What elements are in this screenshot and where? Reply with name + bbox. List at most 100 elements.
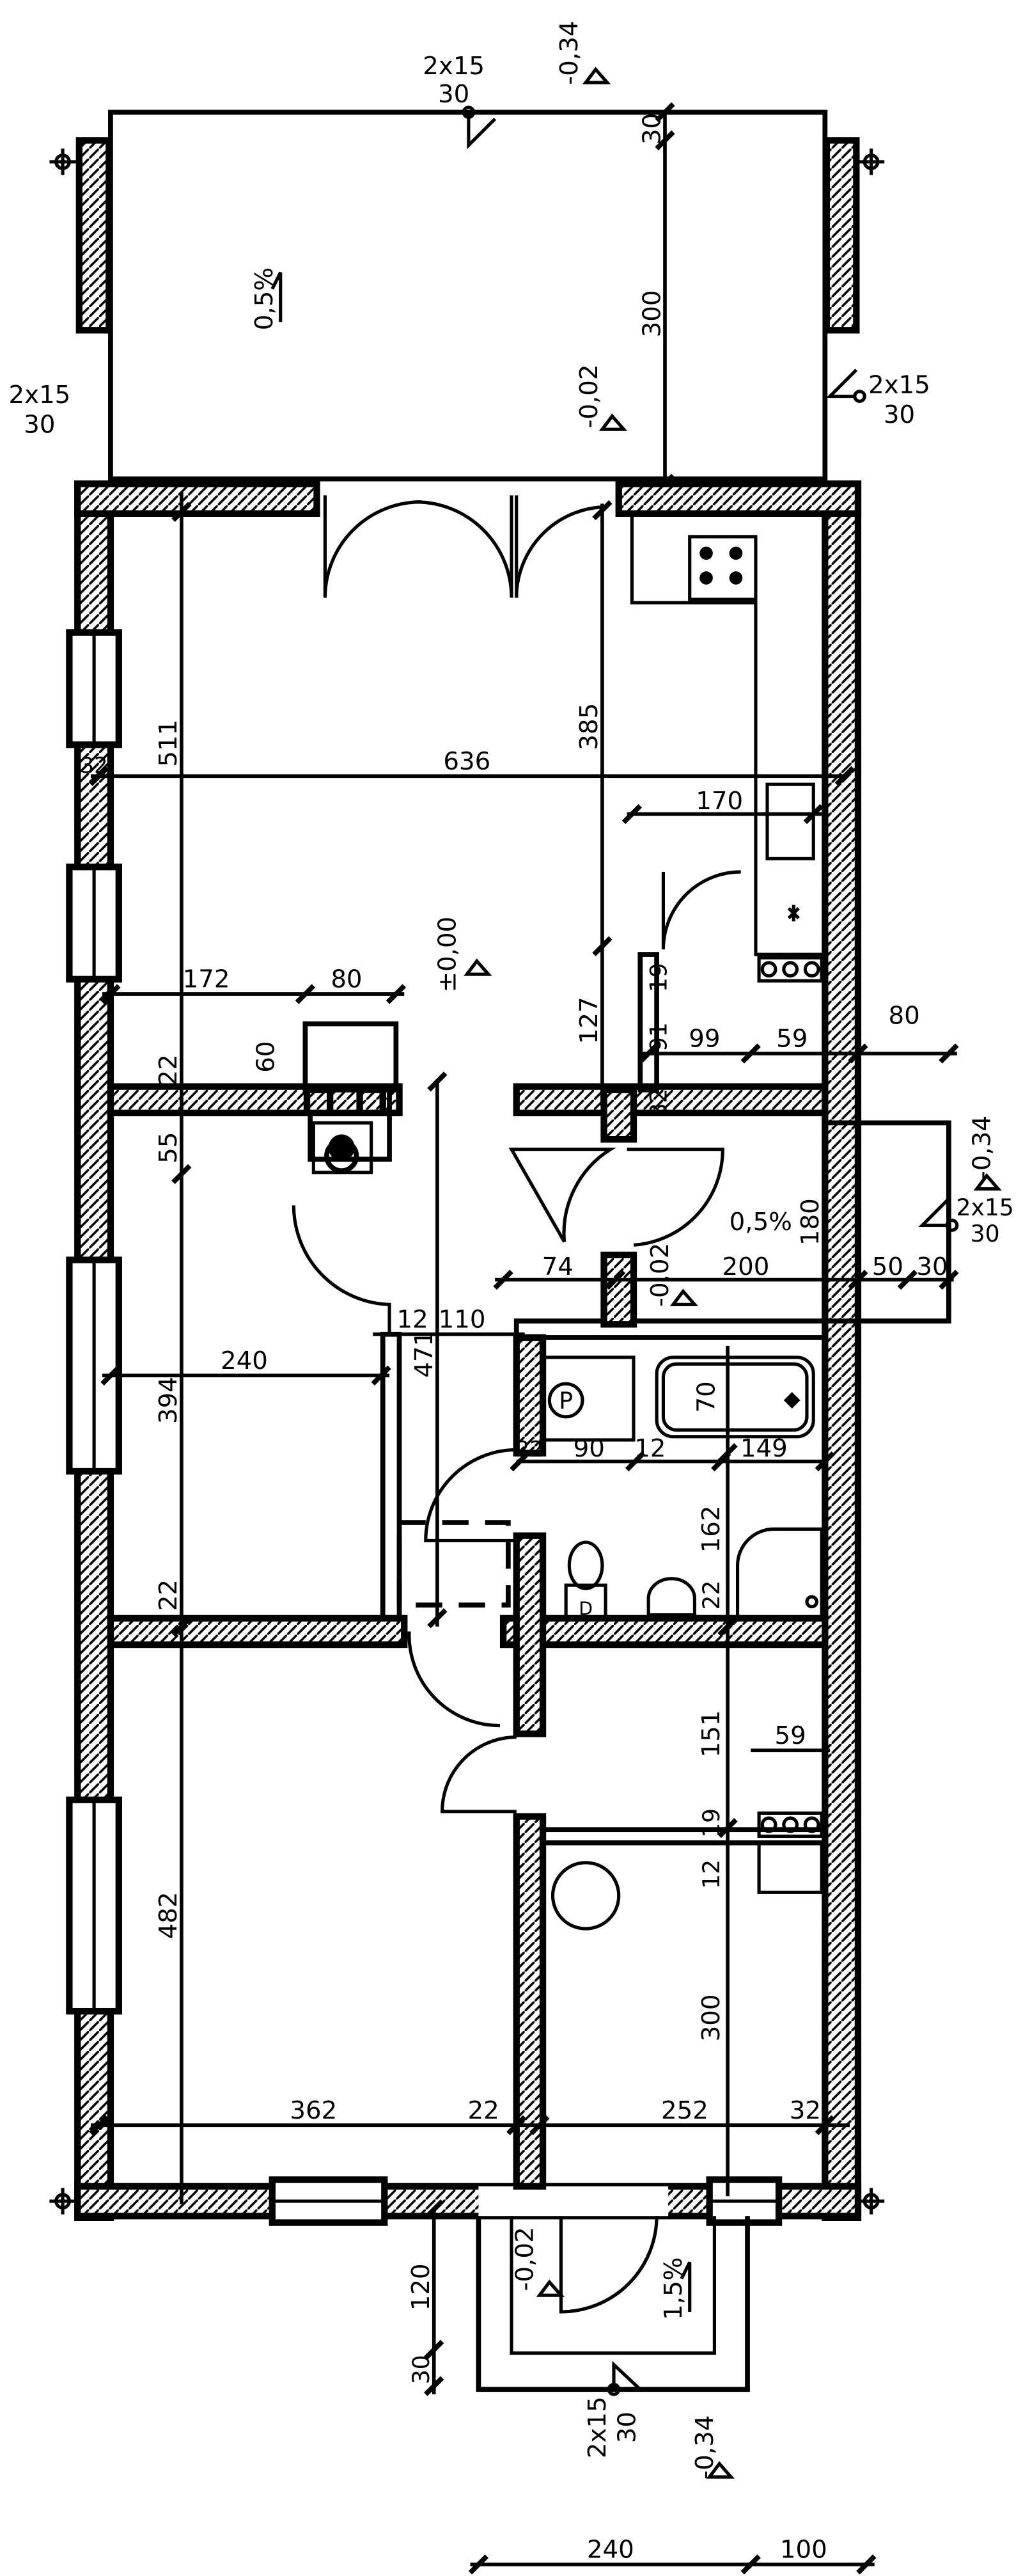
level-side-outside: -0,34	[967, 1116, 996, 1180]
kitchen-sink	[765, 782, 815, 860]
doors	[292, 495, 741, 2314]
dim-12-c: 12	[698, 1860, 725, 1889]
dim-110: 110	[439, 1305, 486, 1334]
dim-22-e: 22	[468, 2096, 499, 2125]
dim-99: 99	[689, 1025, 720, 1054]
wall-boiler-left	[513, 1334, 547, 1457]
dim-porch-gap-30: 30	[407, 2355, 435, 2384]
terrace-door-right[interactable]	[416, 495, 513, 598]
wall-wc-left	[513, 1532, 547, 1737]
dim-471: 471	[410, 1331, 439, 1378]
downpipe-bottom-label-1: 2x15	[583, 2396, 612, 2458]
vestibule-post-2	[600, 1251, 637, 1328]
right-wall	[822, 480, 862, 2221]
dim-kitchen-unit: 170	[696, 787, 743, 816]
wall-bedroom2-left	[513, 1813, 547, 2190]
dim-wall-22-a: 22	[154, 1054, 183, 1086]
level-top: -0,34	[555, 21, 584, 85]
dim-room-width-240: 240	[221, 1347, 268, 1375]
dim-12-b: 12	[634, 1434, 666, 1463]
downpipe-side-label-2: 30	[971, 1220, 1000, 1247]
labels: 2x15 30 2x15 30 2x15 30 2x15 30 2x15 30 …	[9, 21, 1014, 2564]
terrace-left-pier	[75, 137, 113, 334]
dim-kitchen-depth: 385	[575, 703, 604, 750]
pantry-wall	[637, 952, 659, 1093]
wall-bath-bottom	[499, 1615, 829, 1648]
dim-252: 252	[661, 2096, 708, 2125]
dim-19-b: 19	[698, 1808, 725, 1838]
dim-162: 162	[697, 1505, 726, 1553]
dim-wall-22-d: 22	[154, 1579, 183, 1611]
wall-bedroom2-top	[540, 1827, 828, 1845]
room-door[interactable]	[292, 1205, 391, 1334]
downpipe-top-label-2: 30	[438, 80, 469, 109]
dim-22-c: 22	[698, 1581, 725, 1610]
boiler-label: P	[559, 1387, 573, 1414]
dim-living-depth: 511	[154, 720, 183, 767]
radiator-bedroom2	[757, 1811, 824, 1838]
dim-terrace-top-gap: 30	[637, 113, 666, 145]
downpipe-left-label-2: 30	[24, 410, 55, 439]
kitchen-counter	[630, 512, 827, 956]
dim-bottom-240: 240	[587, 2536, 634, 2564]
top-wall-left	[74, 480, 320, 517]
corner-markers	[49, 148, 885, 2215]
terrace-right-pier	[823, 137, 860, 334]
downpipe-side-label-1: 2x15	[956, 1194, 1013, 1221]
dim-22-b: 22	[516, 1437, 543, 1462]
dim-12-a: 12	[397, 1305, 428, 1334]
washer-label: D	[579, 1599, 593, 1620]
shower	[735, 1527, 824, 1618]
boiler	[541, 1355, 636, 1442]
dim-32-c: 32	[790, 2096, 821, 2125]
kitchen-door[interactable]	[515, 495, 607, 598]
dim-180: 180	[796, 1198, 825, 1245]
dim-59-b: 59	[775, 1721, 806, 1750]
porch	[476, 2216, 750, 2396]
dim-bedroom-width-362: 362	[290, 2096, 337, 2125]
wardrobe-dashed	[396, 1520, 511, 1608]
dim-chimney-depth: 60	[251, 1041, 280, 1072]
cooktop	[688, 535, 758, 601]
top-wall-right	[615, 480, 862, 517]
dim-terrace-height: 300	[637, 290, 666, 338]
bath-door[interactable]	[424, 1448, 517, 1543]
dim-151: 151	[697, 1711, 726, 1758]
level-triangle-icon	[582, 67, 611, 84]
vestibule-door-left[interactable]	[508, 1148, 616, 1243]
dim-hall-width: 172	[183, 965, 230, 994]
fixtures: P D	[311, 512, 827, 1931]
slope-terrace: 0,5%	[250, 267, 279, 330]
side-entrance	[825, 1120, 959, 1324]
dim-bedroom-depth-482: 482	[154, 1892, 183, 1939]
round-table	[551, 1861, 621, 1931]
vestibule-door-right[interactable]	[627, 1148, 724, 1247]
front-door[interactable]	[559, 2216, 659, 2314]
downpipe-right-label-2: 30	[884, 400, 915, 429]
bedroom2-door[interactable]	[441, 1735, 517, 1813]
dim-70: 70	[692, 1381, 721, 1412]
dim-149: 149	[740, 1434, 788, 1463]
dim-bottom-100: 100	[780, 2536, 827, 2564]
terrace-outline	[108, 109, 828, 482]
level-terrace: -0,02	[575, 364, 604, 428]
vestibule-post-1	[600, 1086, 637, 1143]
downpipe-top-label-1: 2x15	[423, 52, 485, 81]
pantry-door[interactable]	[661, 870, 741, 950]
radiator-kitchen	[757, 956, 824, 983]
downpipe-bottom-icon	[612, 2360, 642, 2391]
wall-bedroom-top	[107, 1615, 408, 1648]
dim-interior-width: 636	[443, 747, 490, 776]
terrace-door-left[interactable]	[323, 495, 421, 598]
toilet	[567, 1540, 604, 1590]
wall-kitchen-bottom	[513, 1083, 829, 1117]
level-bottom: -0,34	[691, 2415, 719, 2479]
dim-74: 74	[542, 1252, 574, 1281]
downpipe-right-label-1: 2x15	[868, 370, 930, 399]
dim-ext-80: 80	[889, 1001, 920, 1030]
terrace	[75, 102, 866, 494]
bedroom-door[interactable]	[407, 1631, 500, 1728]
dim-32-a: 32	[645, 1088, 673, 1118]
downpipe-left-label-1: 2x15	[9, 381, 71, 409]
